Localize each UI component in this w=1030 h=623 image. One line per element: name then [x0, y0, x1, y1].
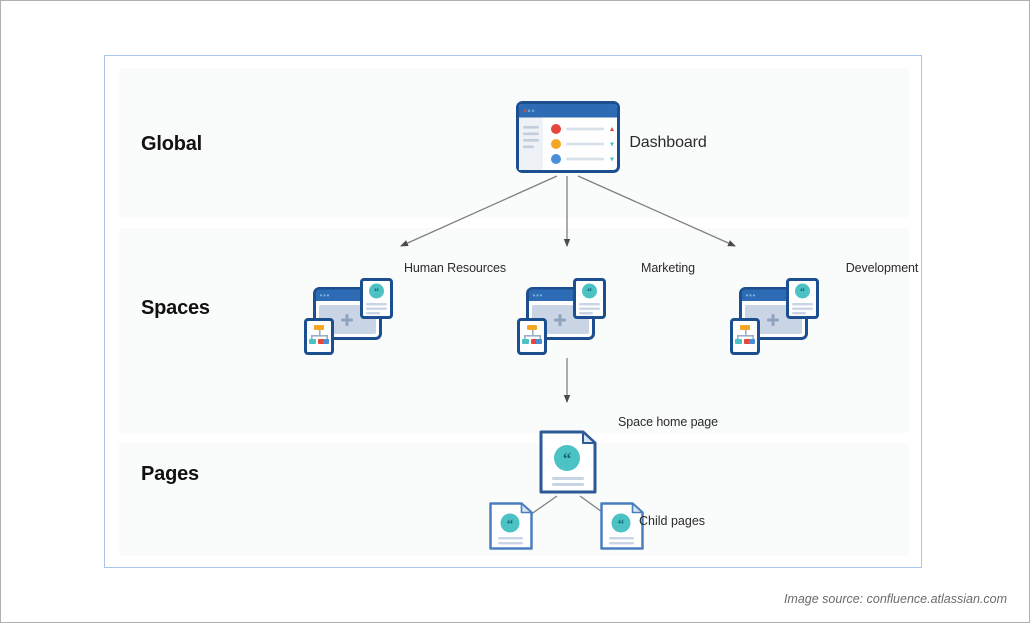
space-window-icon-human-resources[interactable]: “ — [304, 278, 400, 356]
page-document-icon-child-left[interactable]: “ — [489, 502, 533, 550]
band-global — [119, 68, 909, 218]
node-label-child-pages: Child pages — [639, 514, 706, 528]
svg-text:“: “ — [374, 287, 379, 298]
dashboard-window-icon[interactable] — [516, 101, 620, 173]
svg-text:“: “ — [563, 449, 572, 468]
page-document-icon-space-home[interactable]: “ — [539, 430, 597, 494]
node-title-space-home-page: Space home page — [618, 415, 718, 429]
band-label-spaces: Spaces — [141, 297, 210, 319]
node-title-dashboard: Dashboard — [629, 134, 707, 151]
page-document-icon-child-right[interactable]: “ — [600, 502, 644, 550]
node-title-marketing: Marketing — [641, 261, 695, 275]
svg-text:“: “ — [587, 287, 592, 298]
node-title-development: Development — [845, 261, 919, 275]
svg-text:“: “ — [507, 516, 514, 531]
svg-text:“: “ — [800, 287, 805, 298]
diagram-frame: Global Spaces Pages Dashboard — [104, 55, 922, 568]
node-title-human-resources: Human Resources — [403, 261, 507, 275]
svg-text:“: “ — [618, 516, 625, 531]
band-label-pages: Pages — [141, 463, 199, 485]
space-window-icon-development[interactable]: “ — [730, 278, 826, 356]
band-label-global: Global — [141, 133, 203, 155]
space-window-icon-marketing[interactable]: “ — [517, 278, 613, 356]
image-source-attribution: Image source: confluence.atlassian.com — [783, 592, 1007, 606]
